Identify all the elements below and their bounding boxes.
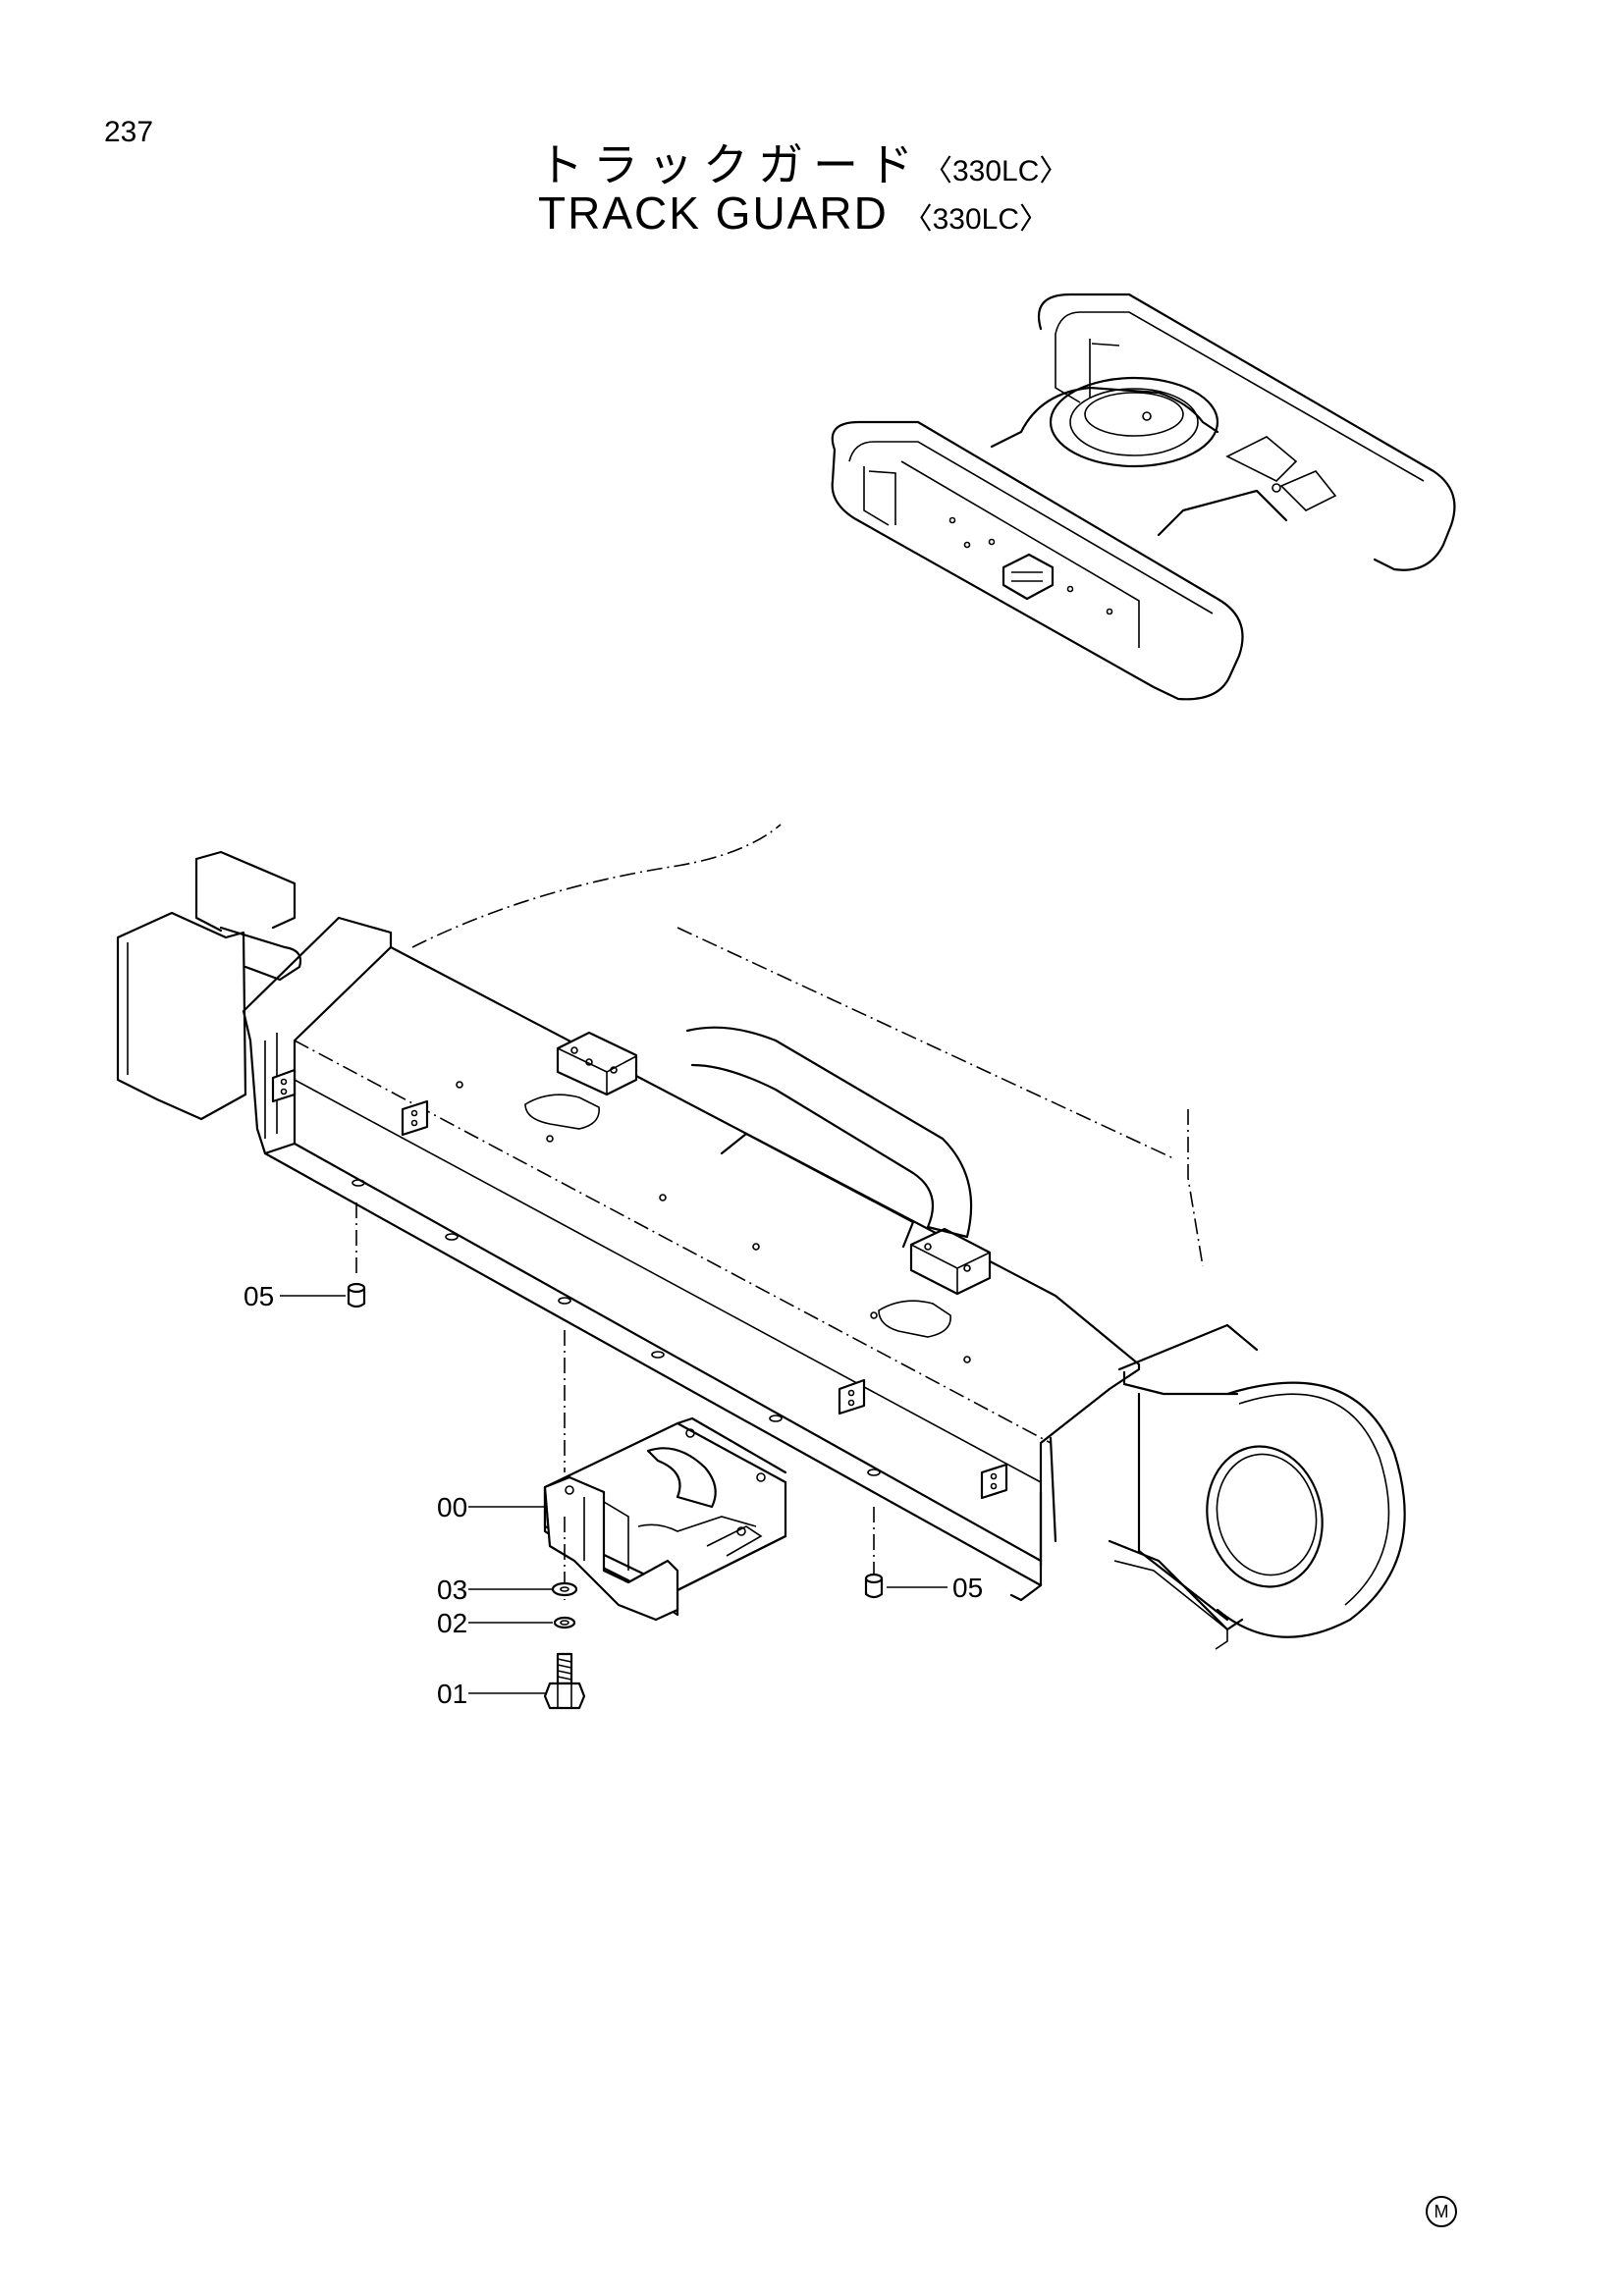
callout-05-right: 05 bbox=[952, 1573, 984, 1603]
title-english-text: TRACK GUARD bbox=[538, 187, 889, 239]
title-japanese-text: トラックガード bbox=[538, 138, 923, 191]
m-mark-icon: M bbox=[1426, 2196, 1457, 2227]
track-guard-part bbox=[543, 1416, 787, 1622]
callout-05-left: 05 bbox=[244, 1281, 275, 1311]
plug-icon bbox=[347, 1282, 366, 1308]
spring-washer-icon bbox=[553, 1616, 576, 1629]
callout-02: 02 bbox=[437, 1608, 468, 1638]
page-number: 237 bbox=[104, 116, 154, 148]
plug-icon-2 bbox=[864, 1573, 884, 1599]
callout-01: 01 bbox=[437, 1679, 468, 1709]
track-frame-drawing bbox=[116, 824, 1406, 1650]
bolt-icon bbox=[543, 1652, 586, 1710]
title-english: TRACK GUARD 〈330LC〉 bbox=[538, 187, 1049, 240]
washer-icon bbox=[551, 1581, 578, 1597]
callout-03: 03 bbox=[437, 1575, 468, 1605]
callout-00: 00 bbox=[437, 1492, 468, 1522]
title-model-jp: 〈330LC〉 bbox=[923, 154, 1069, 188]
title-model-en: 〈330LC〉 bbox=[902, 202, 1049, 237]
title-japanese: トラックガード〈330LC〉 bbox=[538, 130, 1068, 194]
overview-undercarriage-icon bbox=[831, 293, 1456, 701]
